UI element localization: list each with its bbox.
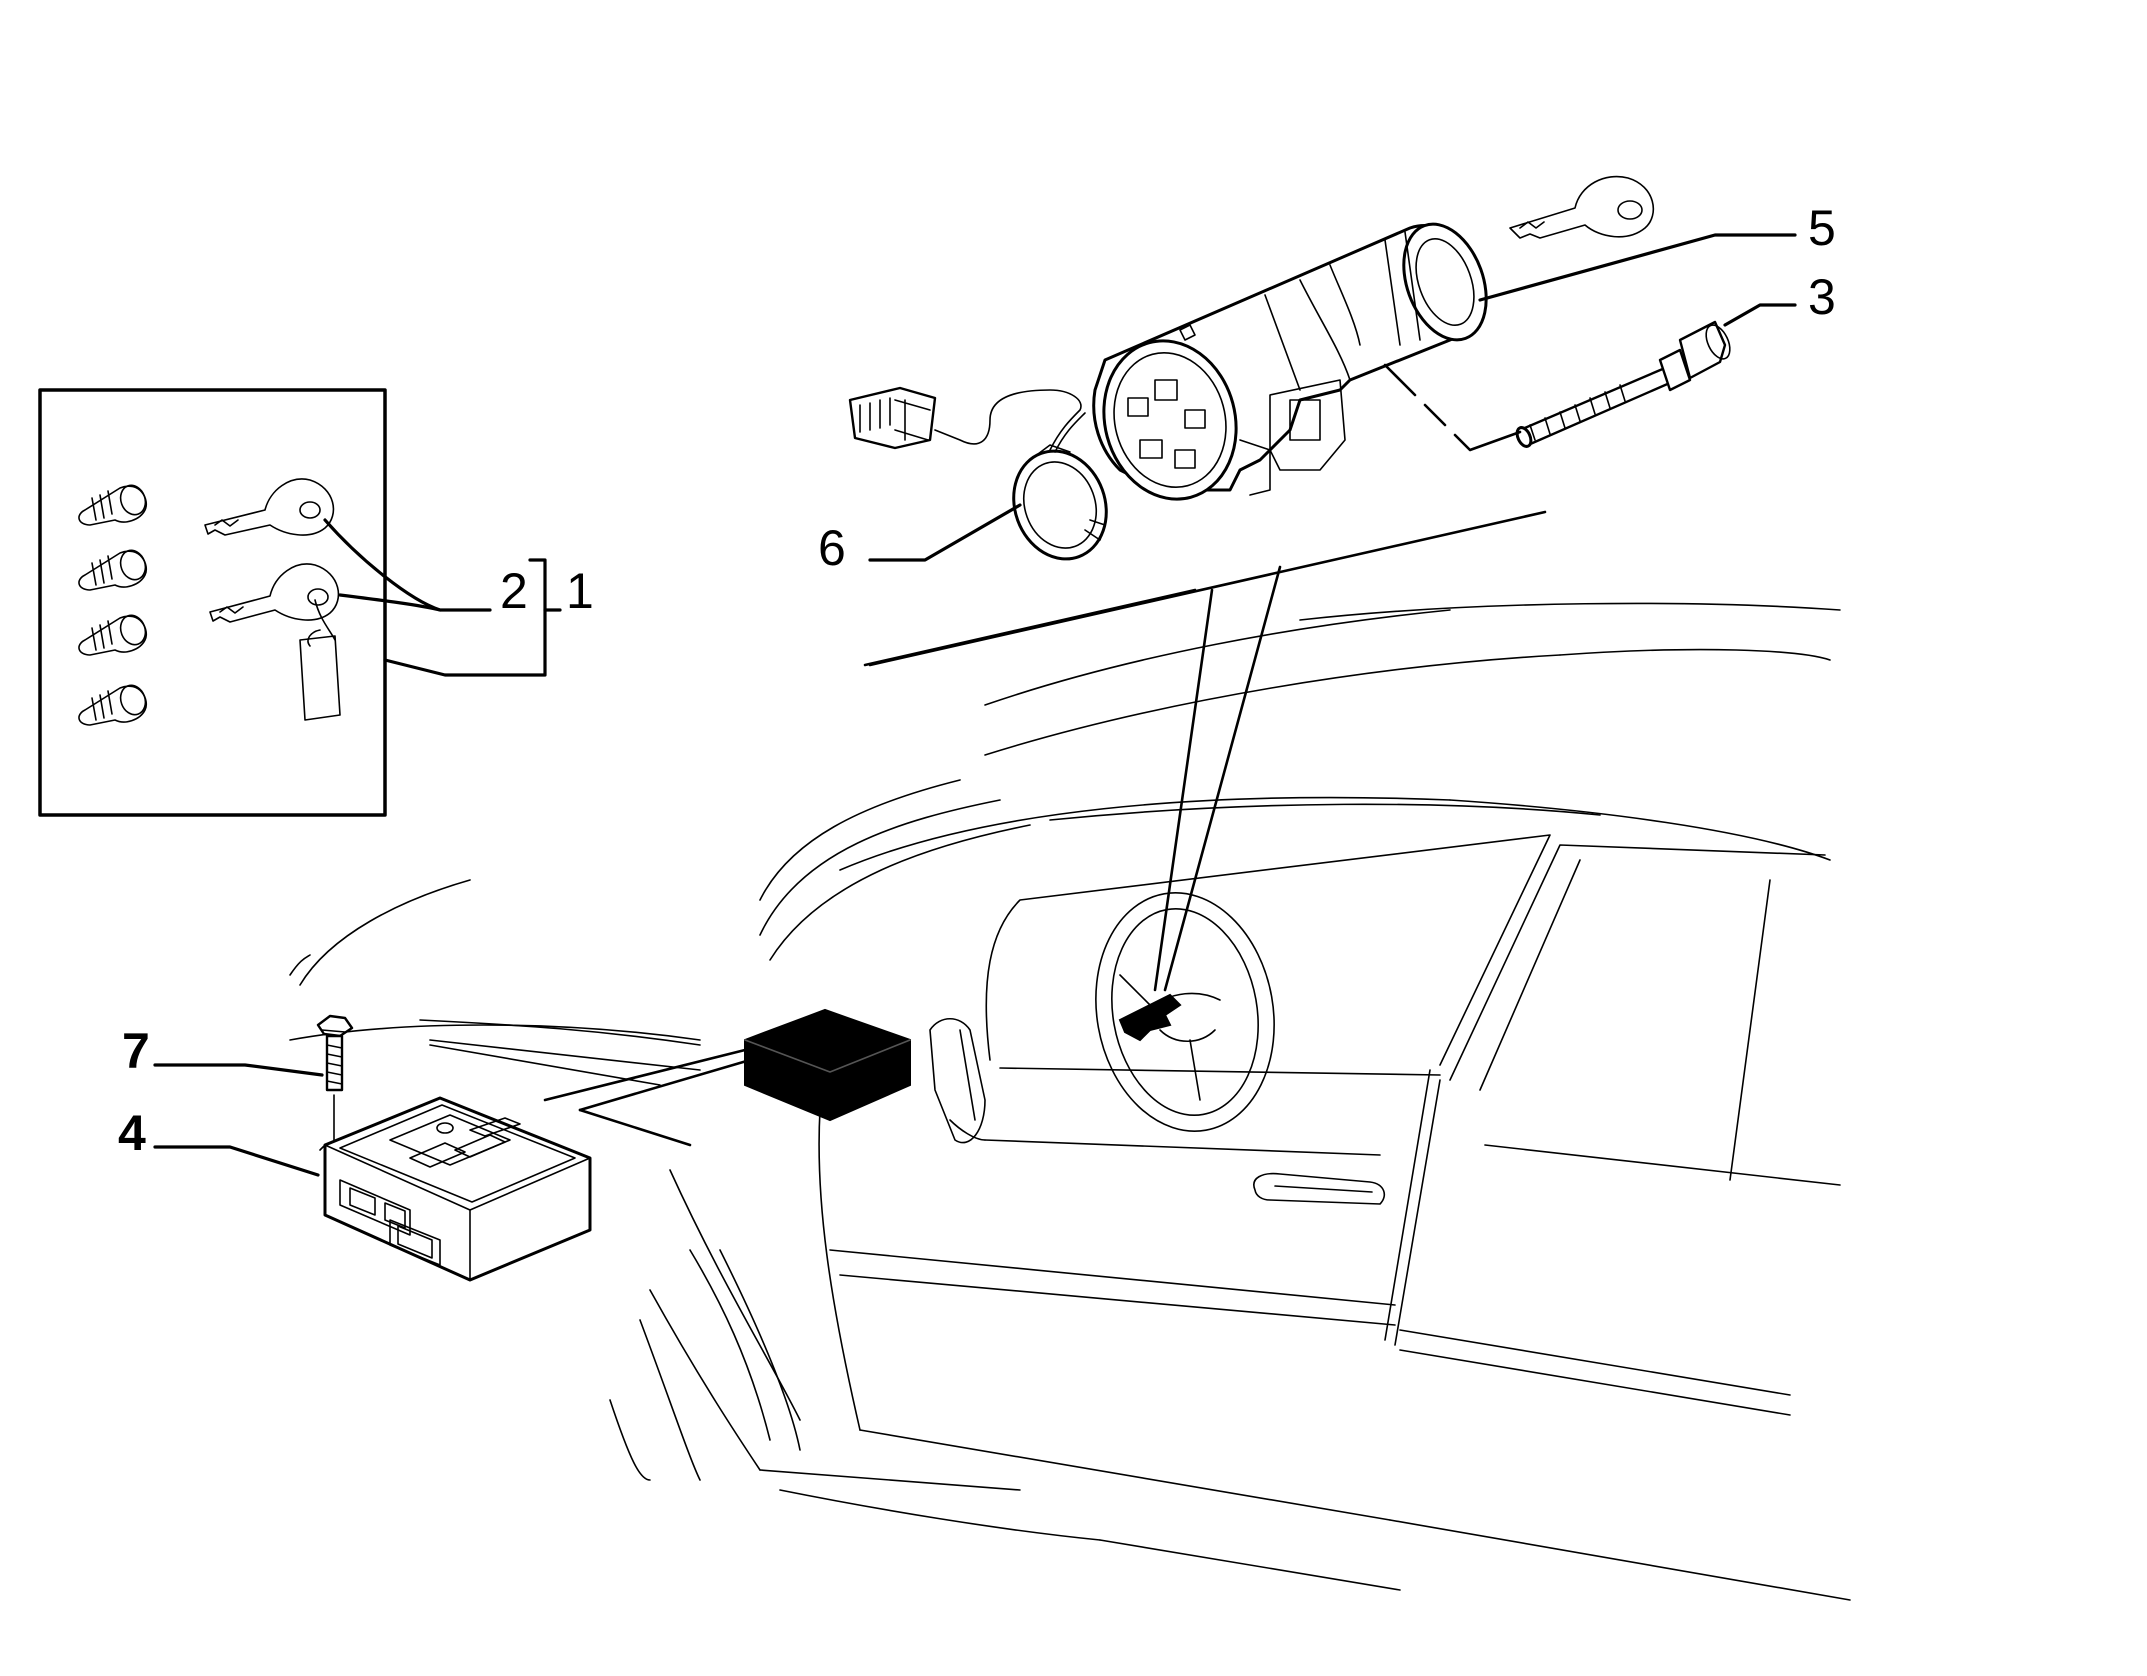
lock-cylinder-icon xyxy=(78,484,147,526)
callout-6: 6 xyxy=(818,520,846,576)
lock-cylinder-icon xyxy=(78,684,147,726)
control-unit-pointer-line xyxy=(578,1108,692,1147)
lock-cylinder-icon xyxy=(78,549,147,591)
callout-7: 7 xyxy=(122,1023,150,1079)
control-unit-pointer-line xyxy=(578,1058,752,1112)
callout-5: 5 xyxy=(1808,200,1836,256)
mounting-bolt-icon xyxy=(316,1014,354,1141)
transponder-antenna-ring xyxy=(848,386,1108,561)
control-unit-location-marker xyxy=(744,1008,911,1122)
callout-1: 1 xyxy=(566,563,594,619)
callout-bracket-2-1 xyxy=(323,518,562,677)
callout-3: 3 xyxy=(1808,269,1836,325)
bolt-dashed-line xyxy=(1383,363,1522,452)
lock-kit-inset xyxy=(38,388,387,817)
ignition-location-marker xyxy=(1118,993,1182,1042)
ignition-key-icon xyxy=(1509,175,1655,239)
car-outline xyxy=(289,510,1851,1601)
key-icon xyxy=(204,478,335,536)
leader-6 xyxy=(868,503,1022,562)
control-unit-pointer-line xyxy=(543,1048,747,1102)
ignition-pointer-line xyxy=(1163,565,1282,992)
leader-3 xyxy=(1723,303,1797,327)
callout-4: 4 xyxy=(118,1105,146,1161)
shear-bolt-icon xyxy=(1515,320,1731,448)
ignition-lock-assembly xyxy=(1092,222,1488,501)
lock-cylinder-icon xyxy=(78,614,147,656)
key-with-tag-icon xyxy=(209,563,341,721)
steering-wheel xyxy=(1095,892,1275,1132)
callout-2: 2 xyxy=(500,563,528,619)
leader-5 xyxy=(1478,233,1797,302)
leader-7 xyxy=(153,1063,324,1077)
leader-4 xyxy=(153,1145,320,1177)
immobilizer-control-unit xyxy=(319,1096,592,1282)
ignition-pointer-line xyxy=(1153,588,1214,992)
